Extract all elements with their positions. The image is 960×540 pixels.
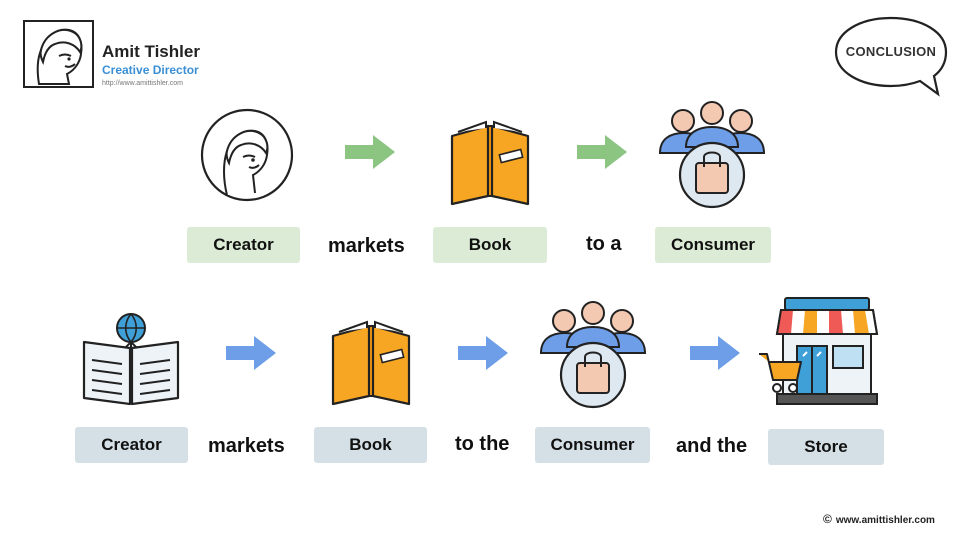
logo-portrait-icon <box>36 28 83 85</box>
footer-credit: ©www.amittishler.com <box>823 512 935 526</box>
right-arrow-icon <box>458 336 508 370</box>
book-pill: Book <box>314 427 427 463</box>
creator-pill: Creator <box>187 227 300 263</box>
brand-role: Creative Director <box>102 63 199 77</box>
digital-book-globe-icon <box>82 313 180 406</box>
open-book-icon <box>450 120 530 206</box>
consumer-pill: Consumer <box>655 227 771 263</box>
copyright-icon: © <box>823 512 832 526</box>
consumer-group-shopping-bag-icon <box>658 101 766 209</box>
brand-url[interactable]: http://www.amittishler.com <box>102 80 183 87</box>
connector-word: to the <box>455 433 510 455</box>
creator-pill: Creator <box>75 427 188 463</box>
book-pill: Book <box>433 227 547 263</box>
right-arrow-icon <box>226 336 276 370</box>
connector-word: and the <box>676 435 748 457</box>
consumer-group-shopping-bag-icon <box>539 301 647 409</box>
right-arrow-icon <box>577 135 627 169</box>
conclusion-label: CONCLUSION <box>845 44 937 59</box>
open-book-icon <box>331 320 411 406</box>
right-arrow-icon <box>690 336 740 370</box>
creator-portrait-icon <box>200 108 294 202</box>
logo-frame <box>23 20 94 88</box>
connector-word: markets <box>328 235 405 257</box>
speech-bubble-icon <box>834 16 948 97</box>
footer-url[interactable]: www.amittishler.com <box>835 515 935 526</box>
brand-name: Amit Tishler <box>102 42 200 61</box>
connector-word: markets <box>208 435 285 457</box>
right-arrow-icon <box>345 135 395 169</box>
storefront-cart-icon <box>759 297 879 405</box>
consumer-pill: Consumer <box>535 427 650 463</box>
store-pill: Store <box>768 429 884 465</box>
connector-word: to a <box>586 233 622 255</box>
